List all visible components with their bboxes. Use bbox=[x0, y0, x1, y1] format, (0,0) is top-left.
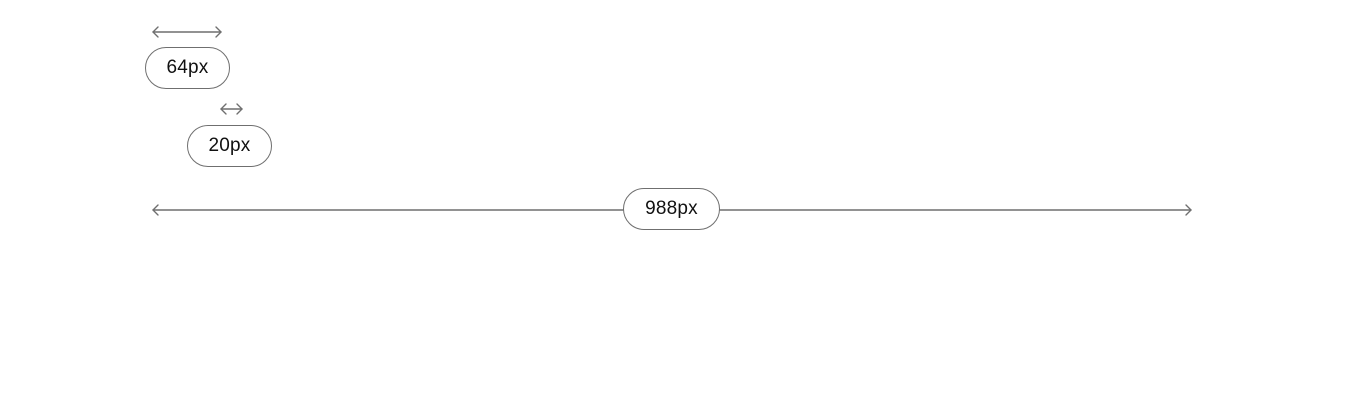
content-width-label: 988px bbox=[623, 188, 720, 230]
gap-arrow-icon bbox=[220, 103, 243, 115]
outer-margin-label: 64px bbox=[145, 47, 230, 89]
inner-gap-text: 20px bbox=[208, 135, 251, 156]
width-arrow-icon bbox=[152, 204, 1192, 216]
margin-arrow-icon bbox=[152, 26, 222, 38]
outer-margin-text: 64px bbox=[166, 57, 209, 78]
content-width-text: 988px bbox=[645, 198, 698, 219]
inner-gap-label: 20px bbox=[187, 125, 272, 167]
